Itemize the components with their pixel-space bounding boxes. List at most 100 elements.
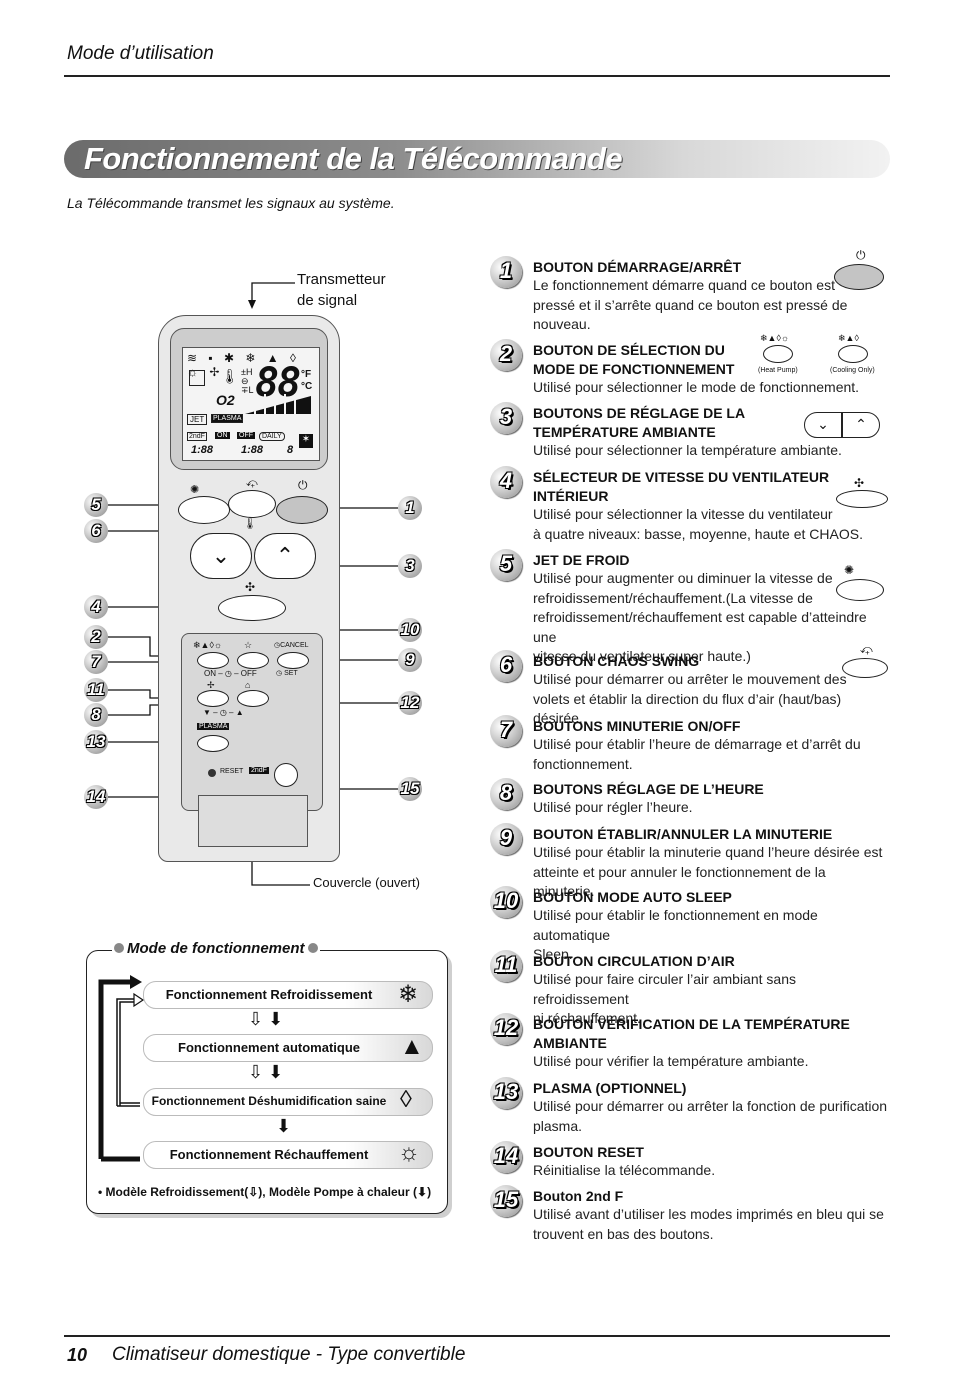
- section-header: Mode d’utilisation: [67, 43, 214, 64]
- item-badge: [490, 823, 522, 855]
- cooling-only-tag: (Cooling Only): [830, 367, 875, 374]
- item-8: 8 BOUTONS RÉGLAGE DE L’HEURE Utilisé pou…: [490, 778, 890, 818]
- item-title: PLASMA (OPTIONNEL): [533, 1080, 687, 1096]
- item-number: 3: [499, 404, 513, 429]
- power-button[interactable]: [276, 496, 328, 524]
- mode-heating: Fonctionnement Réchauffement: [143, 1141, 433, 1169]
- title-bar: [64, 140, 890, 178]
- mode-dehumidify: Fonctionnement Déshumidification saine: [143, 1088, 433, 1116]
- chaos-swing-button[interactable]: [228, 490, 276, 518]
- item-12: 12 BOUTON VÉRIFICATION DE LA TEMPÉRATURE…: [490, 1013, 890, 1071]
- item-15: 15 Bouton 2nd F Utilisé avant d’utiliser…: [490, 1185, 890, 1243]
- jet-cool-button[interactable]: [178, 496, 230, 524]
- lid: [198, 795, 308, 847]
- lcd-on: ON: [215, 432, 230, 439]
- second-f-button[interactable]: [274, 763, 298, 787]
- item-title: BOUTONS MINUTERIE ON/OFF: [533, 718, 741, 734]
- temp-down-button[interactable]: ⌄: [190, 533, 252, 579]
- lcd-display: ≋ ▪ ✱ ❄ ▲ ◊ ☼ ✢ 🌡 ±H⊖∓L 88 °F°C O2 JET P…: [182, 347, 320, 461]
- callout-12: 12: [398, 691, 422, 715]
- air-circulation-button[interactable]: [197, 690, 229, 707]
- lcd-plasma: PLASMA: [211, 414, 244, 423]
- temp-up-illustration: ⌃: [842, 412, 880, 438]
- reset-button[interactable]: [208, 769, 216, 777]
- sleep-icon: ☆: [244, 640, 253, 650]
- callout-9: 9: [398, 648, 422, 672]
- page-title: Fonctionnement de la Télécommande: [84, 141, 623, 176]
- lcd-o2: O2: [216, 392, 235, 408]
- power-button-illustration: [834, 264, 884, 290]
- item-title: BOUTONS RÉGLAGE DE L’HEURE: [533, 781, 764, 797]
- item-badge: [490, 1141, 522, 1173]
- callout-4: 4: [84, 595, 108, 619]
- item-desc: Utilisé pour sélectionner la température…: [533, 442, 842, 458]
- plasma-button[interactable]: [197, 735, 229, 752]
- item-desc: Utilisé pour établir la minuterie quand …: [533, 844, 883, 899]
- fan-speed-button[interactable]: [218, 595, 286, 621]
- item-title: BOUTON CIRCULATION D’AIR: [533, 953, 735, 969]
- item-number: 12: [493, 1015, 519, 1040]
- mode-button-heatpump: [763, 345, 793, 363]
- item-badge: [490, 715, 522, 747]
- heat-pump-tag: (Heat Pump): [758, 367, 798, 374]
- time-adjust-label: ▼ – ◷ – ▲: [203, 708, 244, 717]
- item-desc: Utilisé pour sélectionner le mode de fon…: [533, 379, 860, 395]
- item-desc: Réinitialise la télécommande.: [533, 1162, 716, 1178]
- footer-text: Climatiseur domestique - Type convertibl…: [112, 1344, 466, 1365]
- jet-button-illustration: [836, 579, 884, 601]
- jet-icon-small: ✺: [844, 563, 855, 577]
- item-badge: [490, 549, 522, 581]
- callout-13: 13: [84, 730, 108, 754]
- temp-down-illustration: ⌄: [804, 412, 842, 438]
- item-badge: [490, 886, 522, 918]
- callout-14: 14: [84, 785, 108, 809]
- callout-3: 3: [398, 554, 422, 578]
- lcd-daily: DAILY: [259, 432, 285, 441]
- temp-up-button[interactable]: ⌃: [254, 533, 316, 579]
- page-number: 10: [67, 1345, 88, 1365]
- power-icon-small: ⏻: [856, 248, 866, 262]
- fan-level-bars: [245, 394, 311, 416]
- item-14: 14 BOUTON RESET Réinitialise la télécomm…: [490, 1141, 890, 1181]
- callout-5: 5: [84, 493, 108, 517]
- item-title: BOUTON RESET: [533, 1144, 644, 1160]
- circulation-icon: ✢: [207, 680, 215, 690]
- auto-sleep-button[interactable]: [237, 652, 269, 669]
- page-subtitle: La Télécommande transmet les signaux au …: [67, 195, 395, 211]
- item-5: 5 JET DE FROID Utilisé pour augmenter ou…: [490, 549, 890, 664]
- heat-pump-icons: ❄▲◊☼: [760, 333, 790, 343]
- temp-check-button[interactable]: [237, 690, 269, 707]
- item-badge: [490, 466, 522, 498]
- mode-button[interactable]: [197, 652, 229, 669]
- item-badge: [490, 339, 522, 371]
- item-number: 5: [499, 551, 513, 576]
- item-number: 1: [499, 258, 513, 283]
- mode-heading: Mode de fonctionnement: [112, 940, 320, 957]
- item-badge: [490, 402, 522, 434]
- callout-7: 7: [84, 650, 108, 674]
- timer-cancel-button[interactable]: [277, 652, 309, 669]
- callout-2: 2: [84, 625, 108, 649]
- lcd-jet: JET: [187, 414, 208, 425]
- temp-icon: 🌡: [243, 518, 257, 530]
- swing-icon-small: ⤽: [860, 642, 873, 656]
- item-9: 9 BOUTON ÉTABLIR/ANNULER LA MINUTERIE Ut…: [490, 823, 890, 899]
- plasma-label: PLASMA: [197, 723, 230, 730]
- item-badge: [490, 950, 522, 982]
- callout-15: 15: [398, 777, 422, 801]
- lcd-icon-row: ≋ ▪ ✱ ❄ ▲ ◊ ☼ ✢: [187, 351, 300, 379]
- house-icon: [189, 370, 205, 386]
- second-f-label: 2ndF: [249, 767, 269, 774]
- auto-mode-icon: ▲: [400, 1033, 424, 1060]
- set-label: ◷ SET: [276, 670, 298, 677]
- item-13: 13 PLASMA (OPTIONNEL) Utilisé pour démar…: [490, 1077, 890, 1135]
- footer-rule: [64, 1335, 890, 1337]
- mode-cooling: Fonctionnement Refroidissement: [143, 981, 433, 1009]
- item-1: 1 BOUTON DÉMARRAGE/ARRÊT Le fonctionneme…: [490, 248, 890, 332]
- lcd-star-icon: ✶: [299, 434, 313, 448]
